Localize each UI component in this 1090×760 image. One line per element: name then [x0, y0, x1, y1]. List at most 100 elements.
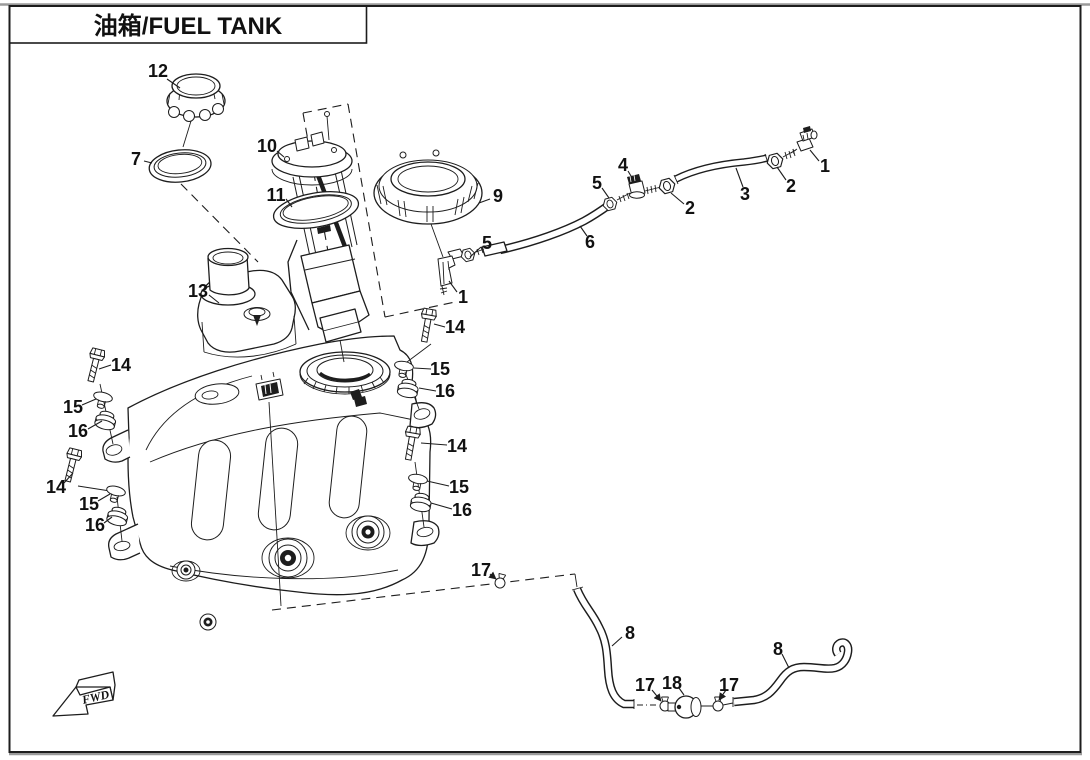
part-callout-grommet-right-upper: 16: [418, 381, 455, 401]
tank-barb-fitting: [350, 389, 367, 407]
part-callout-fuel-tank-cap: 12: [148, 61, 181, 89]
part-callout-pipe-joint-upper: 5: [592, 173, 610, 199]
elbow-joint-left-drawing: [437, 248, 465, 296]
part-callout-washer-left-lower: 15: [79, 493, 111, 514]
part-number-grommet-left-lower: 16: [85, 515, 105, 535]
part-callout-washer-right-upper: 15: [413, 359, 450, 379]
part-number-pump-o-ring: 11: [266, 185, 285, 205]
fwd-label: FWD: [80, 687, 111, 707]
vent-hose-right-drawing: [732, 638, 853, 707]
fuel-tank-body-drawing: [102, 247, 440, 631]
filler-neck: [197, 247, 297, 358]
title-box: 油箱/FUEL TANK: [8, 5, 368, 44]
part-callout-washer-right-lower: 15: [426, 477, 469, 497]
tank-rib: [257, 427, 299, 531]
part-callout-fuel-pump-assembly: 10: [257, 136, 285, 158]
part-number-pipe-nut-right: 2: [786, 176, 796, 196]
elbow-joint-right-drawing: [790, 126, 818, 155]
part-number-bolt-right-lower: 14: [447, 436, 467, 456]
part-number-washer-left-upper: 15: [63, 397, 83, 417]
part-number-vent-hose-left: 8: [625, 623, 635, 643]
part-number-fuel-pump-assembly: 10: [257, 136, 277, 156]
part-callout-grommet-right-lower: 16: [430, 500, 472, 520]
part-number-vent-hose-right: 8: [773, 639, 783, 659]
part-number-washer-left-lower: 15: [79, 494, 99, 514]
part-callout-washer-left-upper: 15: [63, 397, 97, 417]
fuel-valve-drawing: [627, 174, 662, 199]
part-number-pump-lock-ring: 9: [493, 186, 503, 206]
part-callout-hose-clamp-middle: 17: [635, 675, 662, 702]
part-number-bolt-right-upper: 14: [445, 317, 465, 337]
part-callout-bolt-right-upper: 14: [433, 317, 465, 337]
part-callout-vent-hose-left: 8: [611, 623, 635, 647]
part-number-pipe-joint-upper: 5: [592, 173, 602, 193]
part-number-hose-clamp-middle: 17: [635, 675, 655, 695]
level-sender-connector: [255, 371, 284, 401]
hose-clamp-right-drawing: [712, 696, 724, 712]
part-callout-pipe-nut-right: 2: [776, 166, 796, 196]
pipe-nut-left-drawing: [656, 176, 678, 196]
tank-rib: [190, 439, 232, 541]
tank-top-oval-hole: [194, 383, 240, 405]
part-callout-elbow-joint-right: 1: [809, 149, 830, 176]
part-number-grommet-right-upper: 16: [435, 381, 455, 401]
part-number-washer-right-upper: 15: [430, 359, 450, 379]
part-callout-pipe-joint-lower: 5: [469, 233, 492, 258]
part-callout-bolt-left-upper: 14: [98, 355, 131, 375]
part-callout-elbow-joint-left: 1: [448, 280, 468, 307]
part-callout-pump-lock-ring: 9: [478, 186, 503, 206]
vent-hose-left-drawing: [571, 586, 635, 709]
part-callout-hose-clamp-upper: 17: [471, 560, 497, 580]
fuel-pump-drawing: [271, 111, 370, 363]
part-number-elbow-joint-left: 1: [458, 287, 468, 307]
fuel-pipe-drawing: [673, 153, 769, 185]
part-number-washer-right-lower: 15: [449, 477, 469, 497]
part-number-fuel-tank-cap: 12: [148, 61, 168, 81]
left-bracket-upper-tab: [102, 429, 131, 463]
diagram-border: [8, 5, 1082, 753]
part-number-elbow-joint-right: 1: [820, 156, 830, 176]
part-number-cap-seal-ring: 7: [131, 149, 141, 169]
part-callout-vent-hose-right: 8: [773, 639, 790, 669]
part-callout-pipe-nut-left: 2: [670, 192, 695, 218]
part-number-pipe-nut-left: 2: [685, 198, 695, 218]
part-callout-hose-clamp-right: 17: [718, 675, 739, 701]
seal-ring-drawing: [148, 149, 212, 183]
part-callout-one-way-valve: 18: [662, 673, 685, 696]
part-callout-bolt-left-lower: 14: [46, 472, 74, 497]
part-callout-pump-o-ring: 11: [266, 185, 293, 208]
fuel-hose-6-drawing: [481, 201, 612, 257]
left-bracket-lower-tab: [108, 523, 141, 561]
part-callout-grommet-left-lower: 16: [85, 515, 113, 535]
part-callout-cap-seal-ring: 7: [131, 149, 153, 169]
part-number-hose-clamp-right: 17: [719, 675, 739, 695]
right-bracket-lower-tab: [410, 520, 440, 547]
part-number-fuel-tank-body: 13: [188, 281, 208, 301]
part-callout-grommet-left-upper: 16: [68, 420, 103, 441]
pipe-joint-upper-drawing: [601, 192, 631, 213]
part-callout-fuel-hose: 6: [579, 225, 595, 252]
part-number-bolt-left-lower: 14: [46, 477, 66, 497]
part-number-one-way-valve: 18: [662, 673, 682, 693]
tank-rib: [328, 415, 368, 519]
part-callout-bolt-right-lower: 14: [420, 436, 467, 456]
part-number-hose-clamp-upper: 17: [471, 560, 491, 580]
part-callout-fuel-pipe: 3: [735, 167, 750, 204]
part-number-fuel-pipe: 3: [740, 184, 750, 204]
page-title: 油箱/FUEL TANK: [94, 12, 283, 40]
part-number-fuel-valve: 4: [618, 155, 628, 175]
lock-ring-drawing: [373, 149, 483, 225]
one-way-valve-drawing: [667, 695, 734, 719]
fwd-direction-arrow: FWD: [52, 671, 116, 717]
part-callout-fuel-valve: 4: [618, 155, 635, 182]
pipe-nut-right-drawing: [764, 148, 797, 171]
part-number-grommet-right-lower: 16: [452, 500, 472, 520]
hose-clamp-upper-drawing: [493, 572, 508, 590]
part-number-bolt-left-upper: 14: [111, 355, 131, 375]
fuel-cap-drawing: [166, 73, 226, 122]
ring-to-elbow-line: [430, 223, 444, 258]
assembly-dashed-lines: [180, 103, 659, 706]
